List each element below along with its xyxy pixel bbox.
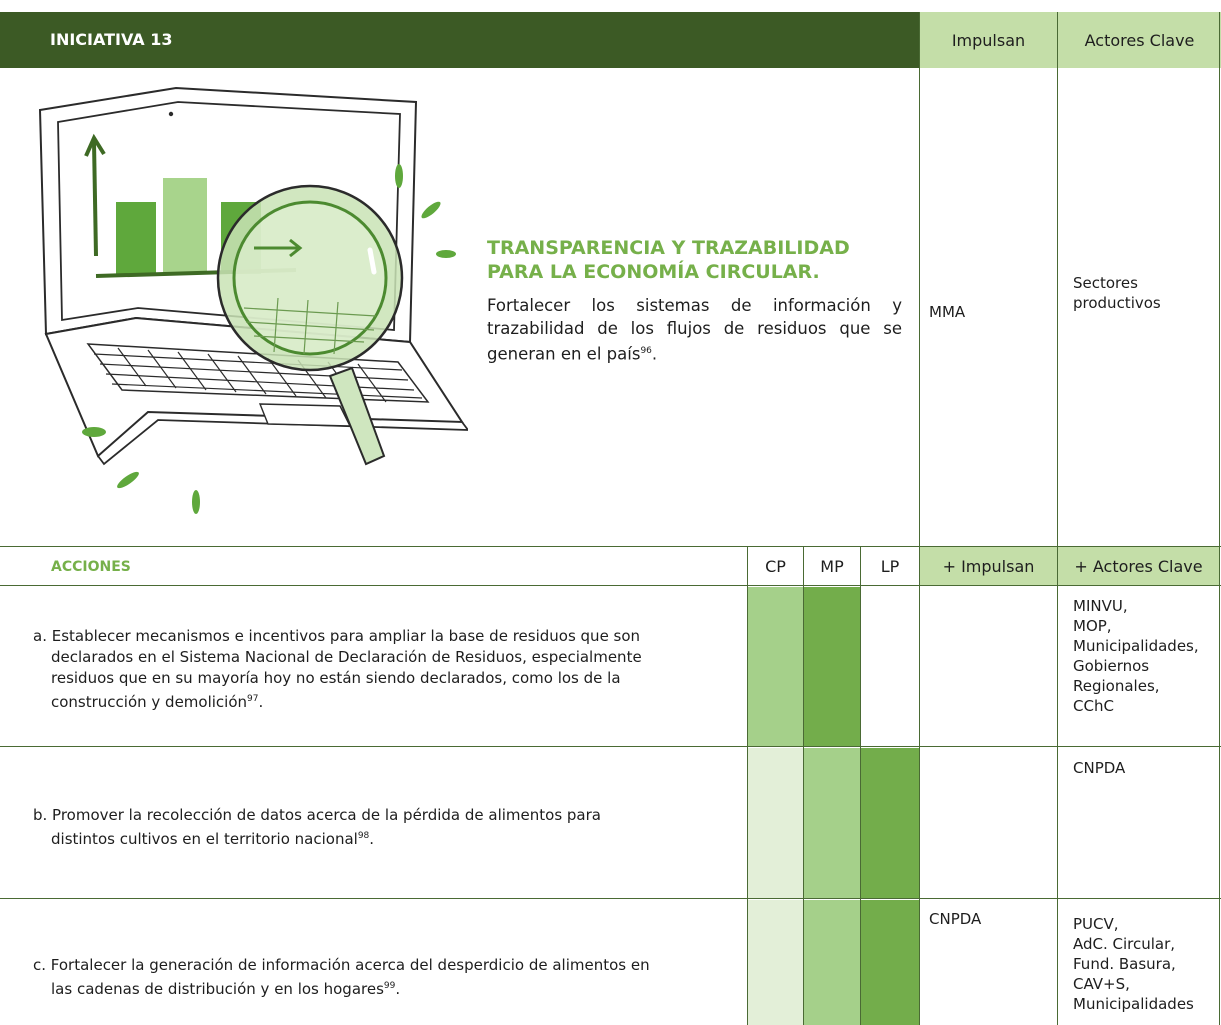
actor-line: Municipalidades [1073, 995, 1194, 1013]
action-line-last: distintos cultivos en el territorio naci… [51, 830, 375, 848]
sparkle-accents [82, 164, 456, 514]
cp-fill [748, 587, 803, 746]
actor-line: AdC. Circular, [1073, 935, 1176, 953]
cp-fill [748, 748, 803, 898]
initiative-actores: Sectores productivos [1073, 273, 1161, 313]
initiative-description: Fortalecer los sistemas de información y… [487, 296, 902, 364]
actores-header: Actores Clave [1058, 12, 1221, 68]
actor-line: Sectores [1073, 274, 1138, 292]
mp-header: MP [820, 556, 844, 576]
action-line: c. Fortalecer la generación de informaci… [33, 956, 650, 974]
footnote-ref: 96 [640, 346, 652, 356]
actor-line: productivos [1073, 294, 1161, 312]
initiative-title-line: TRANSPARENCIA Y TRAZABILIDAD [487, 237, 850, 259]
footnote-ref: 98 [357, 831, 370, 841]
mp-fill [804, 748, 860, 898]
actor-line: CChC [1073, 697, 1114, 715]
actor-line: Fund. Basura, [1073, 955, 1176, 973]
row-divider [0, 546, 1221, 547]
action-line: a. Establecer mecanismos e incentivos pa… [33, 627, 641, 645]
plus-impulsan-header: + Impulsan [920, 547, 1057, 585]
actor-line: CNPDA [1073, 759, 1126, 777]
action-line: residuos que en su mayoría hoy no están … [51, 669, 621, 687]
magnifier-icon [216, 184, 404, 466]
initiative-number: INICIATIVA 13 [50, 30, 173, 49]
action-a-actores: MINVU, MOP, Municipalidades, Gobiernos R… [1073, 596, 1199, 716]
actor-line: Regionales, [1073, 677, 1160, 695]
action-line-last: construcción y demolición97. [51, 693, 264, 711]
actor-line: Gobiernos [1073, 657, 1150, 675]
column-divider [860, 547, 861, 1025]
initiative-banner [0, 12, 919, 68]
cp-fill [748, 900, 803, 1025]
action-b-actores: CNPDA [1073, 758, 1125, 778]
mp-fill [804, 587, 860, 746]
row-divider [0, 898, 1221, 899]
action-line-text: construcción y demolición [51, 693, 248, 711]
row-divider [0, 585, 1221, 586]
action-c-impulsan: CNPDA [929, 910, 982, 928]
actor-line: CAV+S, [1073, 975, 1130, 993]
actor-line: MOP, [1073, 617, 1112, 635]
action-line: declarados en el Sistema Nacional de Dec… [51, 648, 642, 666]
action-line-text: distintos cultivos en el territorio naci… [51, 830, 358, 848]
lp-fill [861, 748, 919, 898]
action-c-actores: PUCV, AdC. Circular, Fund. Basura, CAV+S… [1073, 914, 1194, 1014]
footnote-ref: 99 [383, 981, 396, 991]
actor-line: MINVU, [1073, 597, 1128, 615]
initiative-title-line: PARA LA ECONOMÍA CIRCULAR. [487, 261, 820, 283]
plus-actores-header: + Actores Clave [1058, 547, 1219, 585]
lp-fill [861, 900, 919, 1025]
action-b: b. Promover la recolección de datos acer… [33, 805, 733, 850]
column-divider [747, 547, 748, 1025]
action-line-last: las cadenas de distribución y en los hog… [51, 980, 401, 998]
initiative-title: TRANSPARENCIA Y TRAZABILIDAD PARA LA ECO… [487, 236, 917, 284]
action-c: c. Fortalecer la generación de informaci… [33, 955, 743, 1000]
column-divider [1057, 12, 1058, 1025]
actor-line: Municipalidades, [1073, 637, 1199, 655]
initiative-impulsan: MMA [929, 303, 966, 321]
cp-header: CP [765, 556, 786, 576]
lp-header: LP [880, 556, 900, 576]
action-line: b. Promover la recolección de datos acer… [33, 806, 601, 824]
column-divider [1219, 12, 1220, 1025]
row-divider [0, 746, 1221, 747]
action-a: a. Establecer mecanismos e incentivos pa… [33, 626, 733, 713]
impulsan-header: Impulsan [920, 12, 1057, 68]
action-line-text: las cadenas de distribución y en los hog… [51, 980, 384, 998]
column-divider [803, 547, 804, 1025]
footnote-ref: 97 [247, 694, 259, 704]
mp-fill [804, 900, 860, 1025]
laptop-magnifier-illustration [38, 86, 468, 514]
column-divider [919, 12, 920, 1025]
initiative-description-text: Fortalecer los sistemas de información y… [487, 296, 902, 364]
actor-line: PUCV, [1073, 915, 1119, 933]
acciones-header: ACCIONES [51, 559, 131, 575]
